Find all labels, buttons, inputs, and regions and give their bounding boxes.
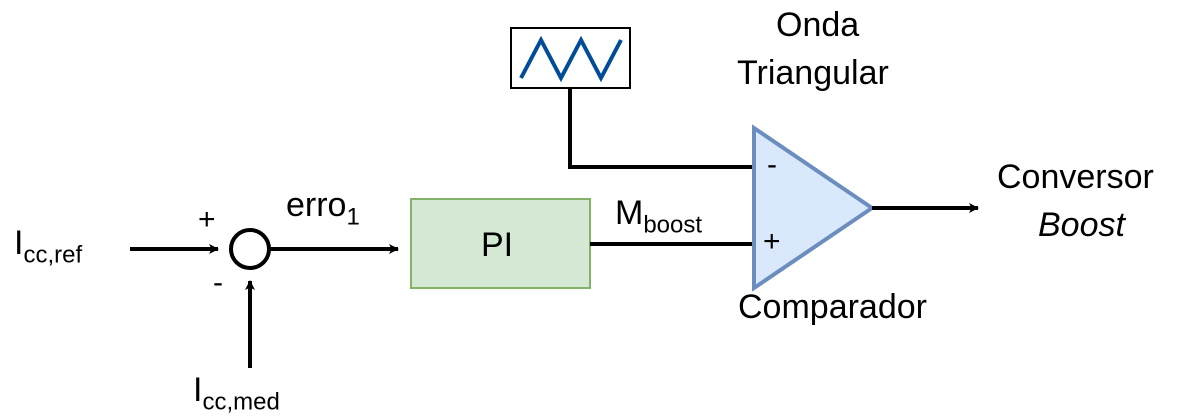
- junction-minus-sign: -: [213, 266, 223, 299]
- comparator-label: Comparador: [738, 288, 927, 326]
- carrier-title-line2: Triangular: [737, 54, 889, 92]
- error-signal-label: erro1: [286, 186, 360, 231]
- comparator-minus-input: -: [767, 148, 777, 181]
- comparator-plus-input: +: [763, 225, 781, 258]
- carrier-signal-line: [568, 88, 754, 169]
- carrier-title-line1: Onda: [776, 6, 860, 44]
- junction-plus-sign: +: [198, 203, 216, 236]
- modulation-signal-label: Mboost: [615, 194, 703, 239]
- measured-current-label: Icc,med: [193, 371, 280, 416]
- ref-current-label: Icc,ref: [14, 224, 83, 269]
- pi-label: PI: [481, 226, 514, 264]
- output-label-line1: Conversor: [997, 158, 1154, 196]
- pi-controller-block: [410, 198, 591, 289]
- triangular-wave-icon: [519, 35, 623, 83]
- output-label-line2: Boost: [1038, 206, 1125, 244]
- comparator-block: [752, 124, 876, 292]
- summing-junction: [229, 228, 271, 270]
